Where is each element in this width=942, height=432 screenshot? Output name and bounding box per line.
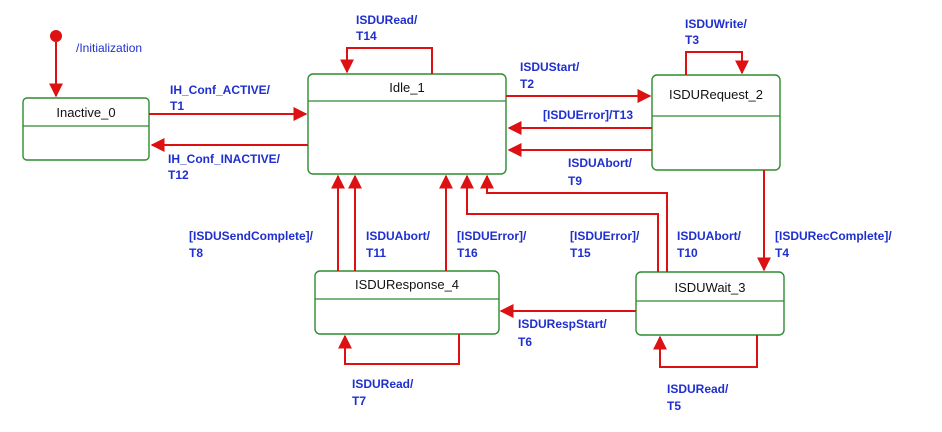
state-idle: Idle_1 (307, 73, 507, 175)
state-request: ISDURequest_2 (651, 74, 781, 171)
transition-t10 (480, 174, 668, 272)
state-idle-name: Idle_1 (389, 80, 424, 95)
label-t2-event: ISDUStart/ (520, 60, 580, 74)
label-t2-id: T2 (520, 77, 534, 91)
label-t10-event: ISDUAbort/ (677, 229, 742, 243)
label-t1-id: T1 (170, 99, 184, 113)
initial-label: /Initialization (76, 41, 142, 55)
label-t1-event: IH_Conf_ACTIVE/ (170, 83, 271, 97)
label-t3-event: ISDUWrite/ (685, 17, 747, 31)
label-t12-event: IH_Conf_INACTIVE/ (168, 152, 281, 166)
label-t6-id: T6 (518, 335, 532, 349)
state-response-name: ISDUResponse_4 (355, 277, 459, 292)
label-t12-id: T12 (168, 168, 189, 182)
state-response: ISDUResponse_4 (314, 270, 500, 335)
state-wait: ISDUWait_3 (635, 271, 785, 336)
label-t6-event: ISDURespStart/ (518, 317, 607, 331)
state-request-name: ISDURequest_2 (669, 87, 763, 102)
label-t14-id: T14 (356, 29, 377, 43)
label-t8-event: [ISDUSendComplete]/ (189, 229, 314, 243)
transition-t15 (460, 174, 659, 272)
label-t7-event: ISDURead/ (352, 377, 414, 391)
transition-t7 (338, 334, 460, 365)
state-inactive: Inactive_0 (22, 97, 150, 161)
label-t11-event: ISDUAbort/ (366, 229, 431, 243)
transition-t5 (653, 335, 758, 368)
label-t5-event: ISDURead/ (667, 382, 729, 396)
label-t16-id: T16 (457, 246, 478, 260)
transition-t3 (685, 51, 749, 75)
label-t5-id: T5 (667, 399, 681, 413)
state-inactive-name: Inactive_0 (56, 105, 115, 120)
label-t10-id: T10 (677, 246, 698, 260)
label-t4-id: T4 (775, 246, 789, 260)
label-t13: [ISDUError]/T13 (543, 108, 633, 122)
label-t11-id: T11 (366, 246, 386, 260)
label-t9-event: ISDUAbort/ (568, 156, 633, 170)
label-t4-event: [ISDURecComplete]/ (775, 229, 892, 243)
state-wait-name: ISDUWait_3 (674, 280, 745, 295)
label-t8-id: T8 (189, 246, 203, 260)
label-t15-id: T15 (570, 246, 591, 260)
initial-state-dot (50, 30, 62, 42)
label-t3-id: T3 (685, 33, 699, 47)
label-t14-event: ISDURead/ (356, 13, 418, 27)
label-t15-event: [ISDUError]/ (570, 229, 640, 243)
label-t9-id: T9 (568, 174, 582, 188)
transition-t14 (340, 47, 433, 74)
label-t16-event: [ISDUError]/ (457, 229, 527, 243)
label-t7-id: T7 (352, 394, 366, 408)
